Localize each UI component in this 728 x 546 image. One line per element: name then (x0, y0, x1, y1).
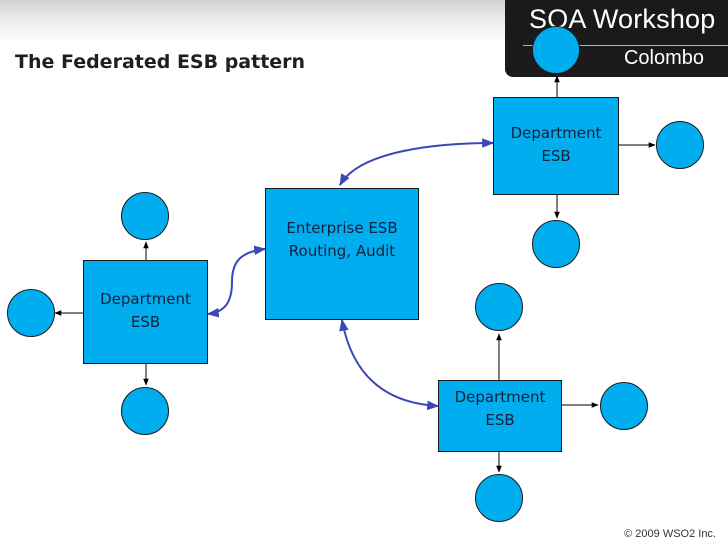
dept-left-line1: Department (100, 290, 191, 308)
dept-left-line2: ESB (130, 313, 161, 331)
service-node-bottom-top (475, 283, 523, 331)
service-node-top-top (532, 26, 580, 74)
service-node-top-bottom (532, 220, 580, 268)
department-esb-left-box: Department ESB (83, 260, 208, 364)
enterprise-esb-line2: Routing, Audit (288, 242, 396, 260)
logo-divider (523, 45, 728, 46)
dept-top-line1: Department (510, 124, 602, 142)
enterprise-esb-line1: Enterprise ESB (286, 219, 398, 237)
link-enterprise-dept-top (339, 138, 495, 187)
service-node-bottom-right (600, 382, 648, 430)
department-esb-bottom-box: Department ESB (438, 380, 562, 452)
service-node-bottom-bottom (475, 474, 523, 522)
service-node-left-left (7, 289, 55, 337)
copyright-notice: © 2009 WSO2 Inc. (624, 528, 716, 540)
service-node-left-top (121, 192, 169, 240)
department-esb-top-box: Department ESB (493, 97, 619, 195)
link-enterprise-dept-left (206, 245, 267, 318)
service-node-top-right (656, 121, 704, 169)
service-node-left-bottom (121, 387, 169, 435)
logo-sub-text: Colombo (623, 47, 704, 69)
dept-bottom-line2: ESB (485, 411, 515, 429)
enterprise-esb-box: Enterprise ESB Routing, Audit (265, 188, 419, 320)
link-enterprise-dept-bottom (339, 318, 440, 411)
dept-bottom-line1: Department (454, 388, 546, 406)
slide-title: The Federated ESB pattern (15, 51, 306, 73)
dept-top-line2: ESB (541, 147, 571, 165)
